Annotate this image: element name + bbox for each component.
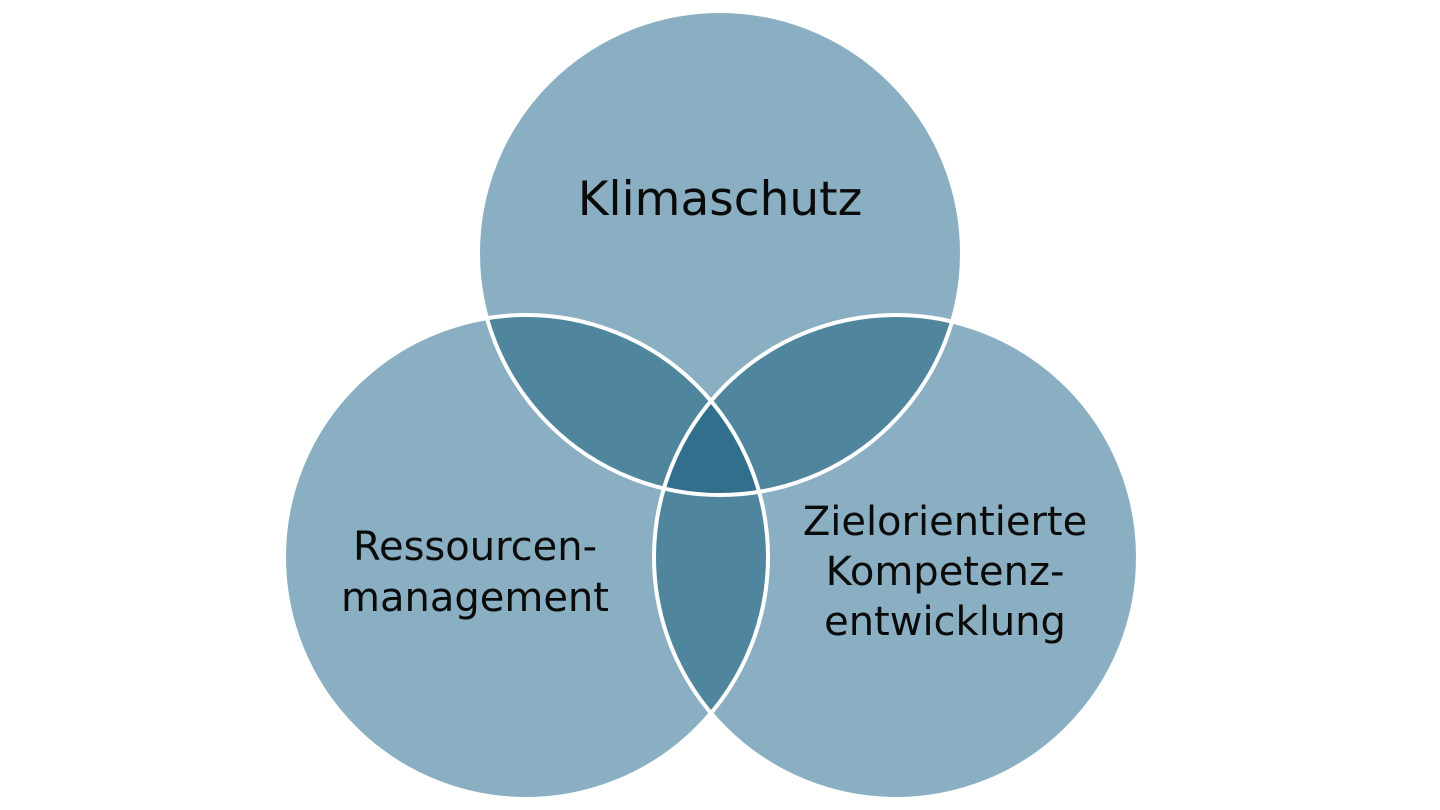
- overlap-top-right: [654, 315, 962, 495]
- outline-top: [476, 9, 964, 497]
- overlap-top-left: [478, 315, 768, 495]
- outline-left: [282, 313, 770, 801]
- outline-right: [652, 313, 1140, 801]
